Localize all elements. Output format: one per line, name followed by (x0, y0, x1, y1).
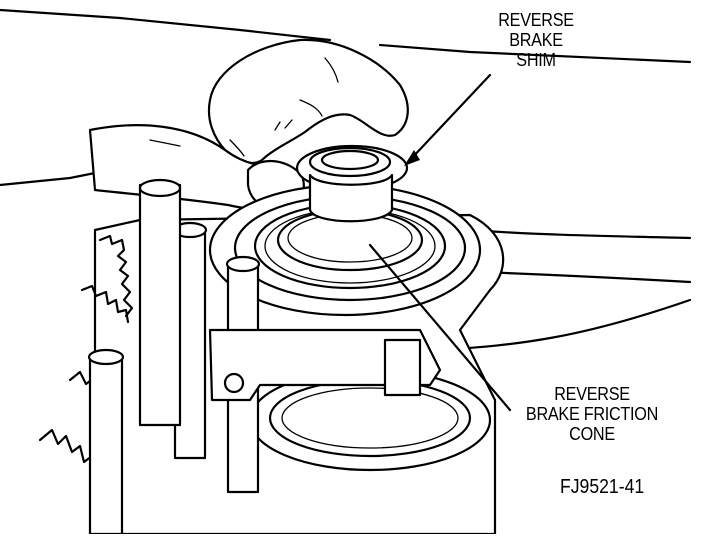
reverse-brake-friction-cone-label: REVERSE BRAKE FRICTION CONE (511, 384, 673, 444)
label-line: REVERSE (554, 384, 630, 404)
label-line: CONE (569, 424, 615, 444)
leader-lines (368, 73, 512, 412)
label-line: REVERSE (498, 10, 574, 30)
reverse-brake-shim (295, 144, 409, 223)
reverse-brake-shim-label: REVERSE BRAKE SHIM (482, 10, 590, 70)
label-line: SHIM (516, 50, 556, 70)
holding-fixture (208, 328, 442, 402)
label-line: BRAKE (509, 30, 563, 50)
label-line: BRAKE FRICTION (525, 404, 659, 424)
figure-id: FJ9521-41 (560, 476, 645, 498)
